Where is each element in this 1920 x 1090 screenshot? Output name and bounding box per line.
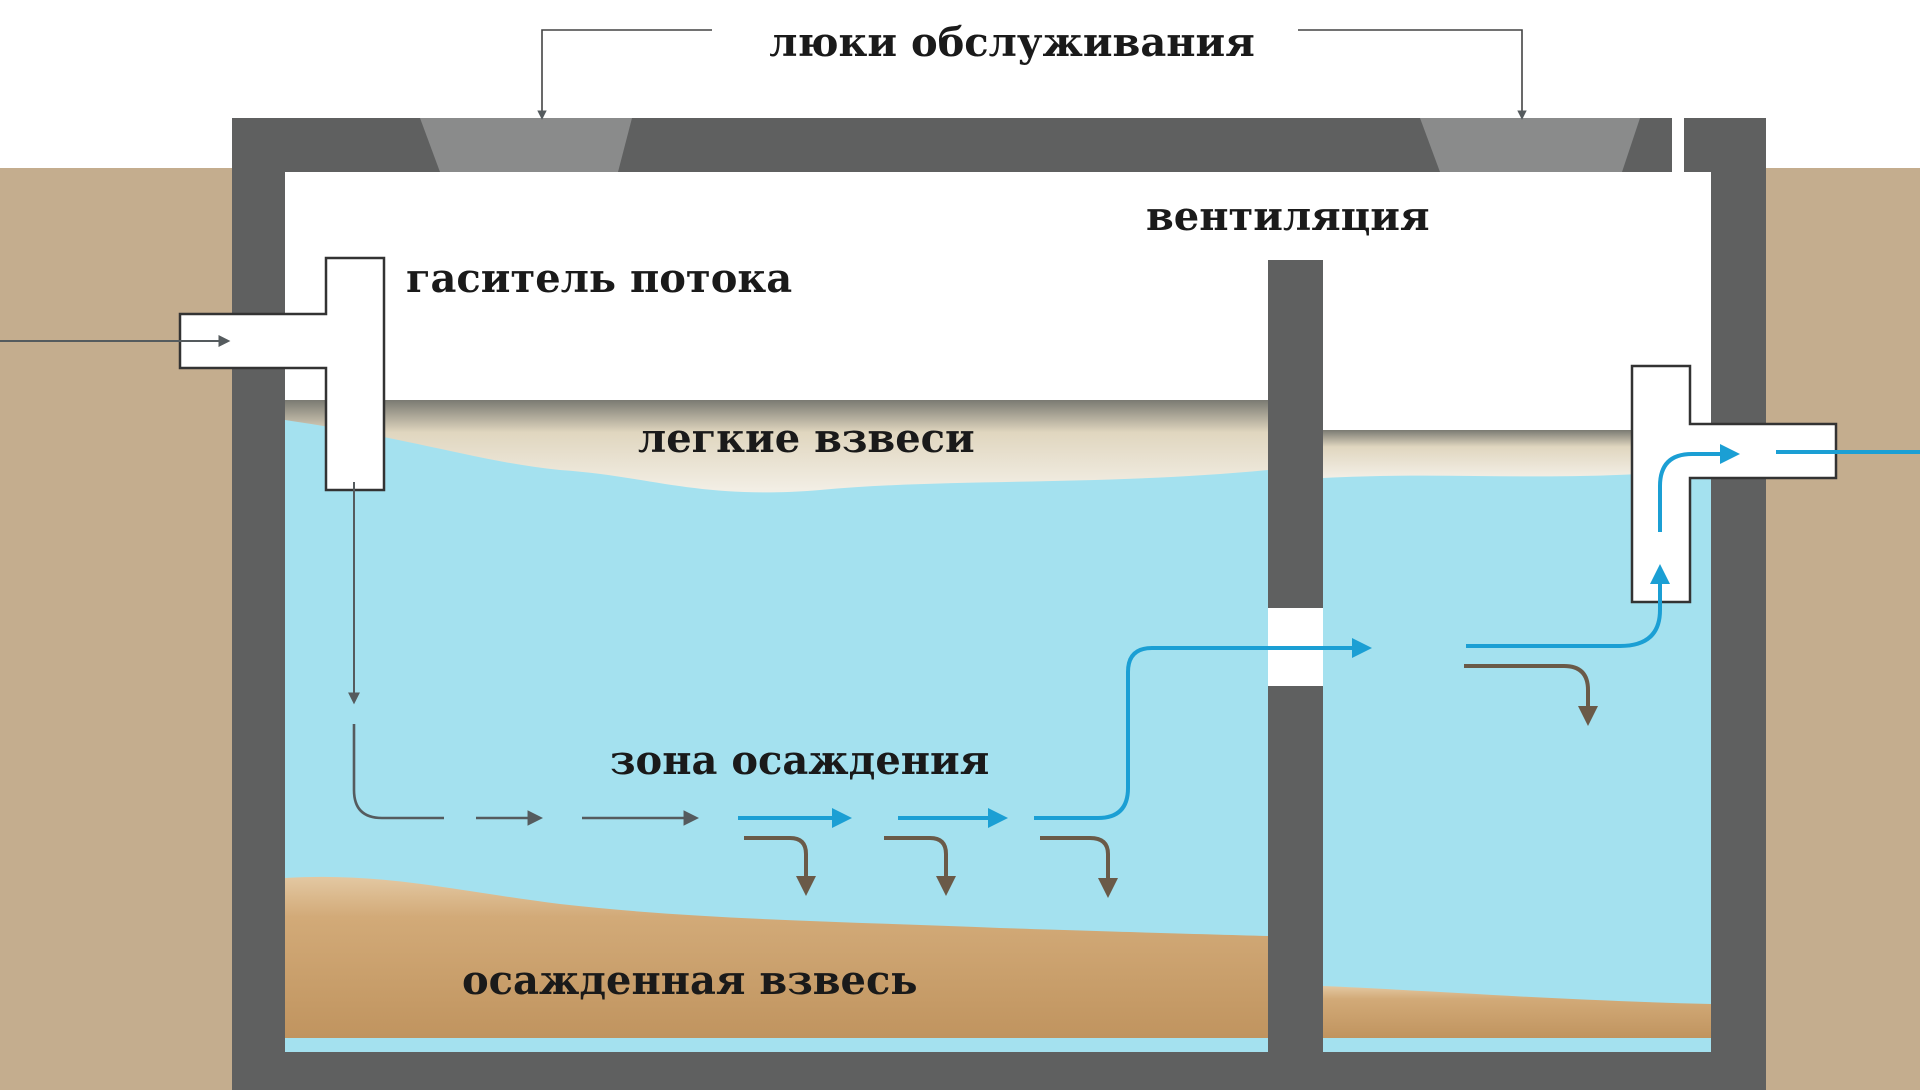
- hatch-leader-left: [537, 29, 712, 120]
- settle-arrow-2: [884, 836, 956, 896]
- flow-arrow-turn: [352, 724, 444, 820]
- hatch-right: [1420, 118, 1640, 172]
- scum-layer-1: [285, 400, 1268, 493]
- outlet-tee-pipe: [1630, 364, 1838, 604]
- inlet-tee-pipe: [178, 256, 386, 492]
- settle-arrow-1: [744, 836, 816, 896]
- flow-arrow-blue-up: [1658, 444, 1740, 532]
- label-ventilation: вентиляция: [1146, 193, 1430, 240]
- partition-wall-upper: [1268, 260, 1323, 608]
- label-flow-damper: гаситель потока: [406, 255, 792, 302]
- label-settling-zone: зона осаждения: [610, 737, 989, 784]
- settle-arrow-4: [1464, 664, 1598, 726]
- label-hatches: люки обслуживания: [769, 19, 1255, 66]
- sediment-layer-2: [1323, 986, 1711, 1038]
- flow-arrow-blue-outlet: [1466, 564, 1670, 648]
- flow-arrow-blue-rise: [1034, 638, 1372, 820]
- partition-wall-lower: [1268, 686, 1323, 1052]
- vent-gap: [1672, 118, 1684, 174]
- hatch-left: [420, 118, 632, 172]
- settle-arrow-3: [1040, 836, 1118, 898]
- label-light-suspensions: легкие взвеси: [638, 415, 975, 462]
- scum-layer-2: [1323, 430, 1640, 478]
- label-settled-suspension: осажденная взвесь: [462, 957, 917, 1004]
- sediment-layer-1: [285, 876, 1268, 1038]
- ground-left: [0, 168, 232, 1090]
- hatch-leader-right: [1298, 29, 1527, 120]
- ground-right: [1766, 168, 1920, 1090]
